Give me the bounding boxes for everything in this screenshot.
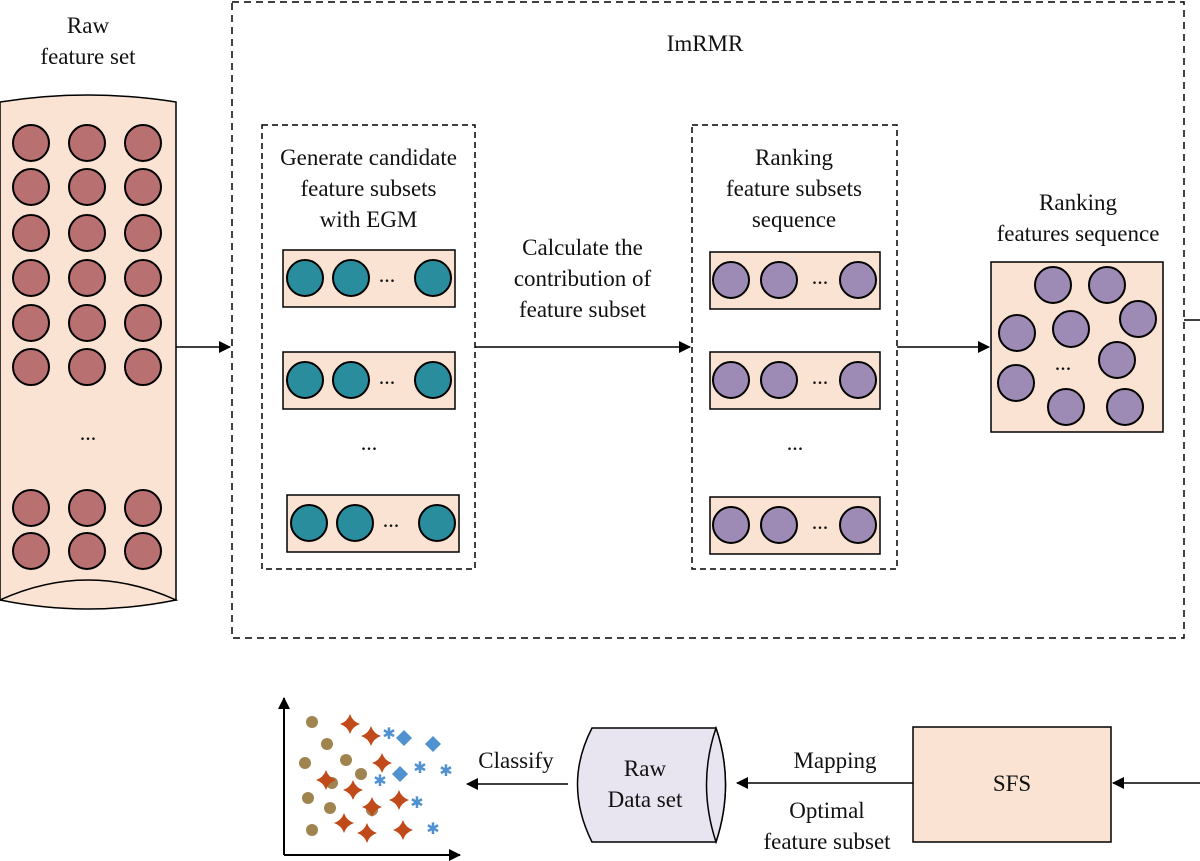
raw-feature-circle xyxy=(68,348,106,386)
raw-feature-circle xyxy=(124,124,162,162)
ranked-feature-circle xyxy=(839,506,877,544)
scatter-points: ✱✱✱✱✱✱ xyxy=(299,714,453,843)
raw-feature-circle xyxy=(68,214,106,252)
raw-feature-circle xyxy=(68,168,106,206)
scatter-asterisk: ✱ xyxy=(413,758,426,777)
raw-feature-circle xyxy=(12,168,50,206)
candidate-feature-circle xyxy=(286,361,324,399)
raw-feature-circle xyxy=(68,489,106,527)
raw-feature-circle xyxy=(12,348,50,386)
scatter-asterisk: ✱ xyxy=(426,819,439,838)
scatter-dot xyxy=(306,824,318,836)
scatter-diamond xyxy=(425,736,441,752)
raw-feature-circle xyxy=(12,489,50,527)
scatter-dot xyxy=(306,716,318,728)
ranked-feature-circle xyxy=(839,261,877,299)
candidate-feature-circle xyxy=(290,504,328,542)
ranking-feature-circles xyxy=(997,266,1157,426)
scatter-asterisk: ✱ xyxy=(382,724,395,743)
raw-dataset-cylinder-end xyxy=(705,725,727,845)
candidate-feature-circle xyxy=(286,259,324,297)
ranked-feature-circle xyxy=(712,361,750,399)
raw-feature-circle xyxy=(12,259,50,297)
ranking-feature-circle xyxy=(1098,341,1136,379)
raw-feature-circle xyxy=(12,124,50,162)
scatter-dot xyxy=(355,768,367,780)
ranking-feature-circle xyxy=(1034,266,1072,304)
ranking-feature-circle xyxy=(998,314,1036,352)
scatter-star xyxy=(316,770,336,790)
ranked-feature-circle xyxy=(839,361,877,399)
ranking-feature-circle xyxy=(1088,266,1126,304)
raw-feature-circle xyxy=(124,259,162,297)
ranking-feature-circle xyxy=(1052,310,1090,348)
scatter-dot xyxy=(302,792,314,804)
scatter-diamond xyxy=(392,766,408,782)
candidate-feature-circle xyxy=(414,361,452,399)
raw-dataset-cylinder-body xyxy=(576,727,727,843)
ranked-feature-circles xyxy=(712,261,877,544)
ranking-feature-circle xyxy=(997,364,1035,402)
raw-feature-circle xyxy=(124,304,162,342)
scatter-diamond xyxy=(396,730,412,746)
raw-feature-circle xyxy=(68,124,106,162)
scatter-star xyxy=(372,753,392,773)
scatter-star xyxy=(357,823,377,843)
ranking-feature-circle xyxy=(1047,388,1085,426)
ranked-feature-circle xyxy=(712,506,750,544)
candidate-feature-circles xyxy=(286,259,456,542)
raw-feature-circle xyxy=(68,532,106,570)
raw-feature-circle xyxy=(12,214,50,252)
scatter-dot xyxy=(340,754,352,766)
raw-feature-circle xyxy=(124,532,162,570)
raw-feature-circles xyxy=(12,124,162,570)
imrmr-box xyxy=(231,1,1185,639)
candidate-feature-circle xyxy=(414,259,452,297)
scatter-star xyxy=(334,813,354,833)
classification-scatter-plot: ✱✱✱✱✱✱ xyxy=(278,697,461,861)
scatter-star xyxy=(343,780,363,800)
ranking-subsets-box xyxy=(691,124,898,570)
scatter-dot xyxy=(299,757,311,769)
scatter-star xyxy=(340,714,360,734)
ranked-feature-circle xyxy=(760,261,798,299)
sfs-box xyxy=(912,726,1112,843)
ranked-feature-circle xyxy=(760,361,798,399)
scatter-asterisk: ✱ xyxy=(373,771,386,790)
scatter-star xyxy=(362,797,382,817)
raw-feature-circle xyxy=(124,489,162,527)
candidate-feature-circle xyxy=(332,361,370,399)
scatter-dot xyxy=(321,738,333,750)
scatter-asterisk: ✱ xyxy=(410,793,423,812)
ranking-feature-circle xyxy=(1119,300,1157,338)
raw-feature-circle xyxy=(124,168,162,206)
raw-feature-circle xyxy=(12,304,50,342)
ranked-feature-circle xyxy=(760,506,798,544)
candidate-feature-circle xyxy=(336,504,374,542)
ranked-feature-circle xyxy=(712,261,750,299)
raw-feature-circle xyxy=(124,348,162,386)
raw-feature-circle xyxy=(68,304,106,342)
scatter-dot xyxy=(324,802,336,814)
ranking-feature-circle xyxy=(1106,388,1144,426)
raw-dataset-cylinder xyxy=(576,725,727,845)
raw-feature-cylinder-bottom xyxy=(0,579,179,610)
scatter-star xyxy=(361,726,381,746)
raw-feature-circle xyxy=(124,214,162,252)
candidate-feature-circle xyxy=(418,504,456,542)
scatter-star xyxy=(393,820,413,840)
raw-feature-circle xyxy=(68,259,106,297)
candidate-feature-circle xyxy=(332,259,370,297)
raw-feature-circle xyxy=(12,532,50,570)
scatter-star xyxy=(389,790,409,810)
scatter-asterisk: ✱ xyxy=(439,761,452,780)
